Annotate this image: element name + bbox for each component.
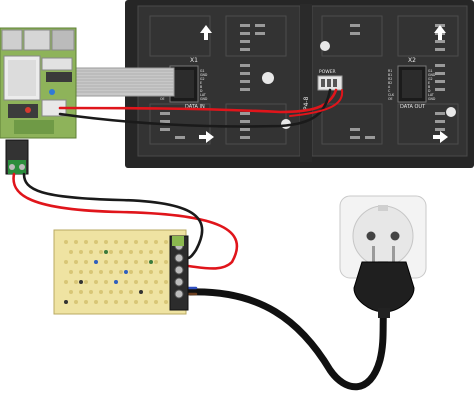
arrow-right-icon: [199, 131, 448, 143]
x2-pin-a: A: [388, 85, 391, 89]
wire-red-controller-panel: [58, 88, 338, 114]
wire-red-terminal-psu: [12, 172, 239, 270]
psu-components: [64, 250, 153, 304]
panel-divider: [300, 4, 312, 162]
wire-black-terminal-psu: [22, 172, 204, 260]
x2-pin-lat: LAT: [428, 93, 434, 97]
connector-x1: X1 DATA IN R1 B1 R2 B2 A C CLK OE G1 GND…: [160, 57, 208, 110]
controller-board: [0, 27, 77, 139]
arrow-up-icon: [200, 25, 446, 40]
wire-red-panel-jumper: [289, 89, 344, 117]
x1-pin-lat: LAT: [200, 93, 206, 97]
x2-pin-clk: CLK: [388, 93, 395, 97]
x1-pin-gnd-2: GND: [200, 97, 208, 101]
x1-pin-g2: G2: [200, 77, 205, 81]
panel-model-label: P4-8: [303, 96, 310, 110]
x1-pin-e: E: [200, 81, 202, 85]
x1-pin-g1: G1: [200, 69, 205, 73]
power-connector: POWER: [317, 69, 343, 91]
screw-terminal-icon: [5, 139, 29, 175]
x2-pin-c: C: [388, 89, 391, 93]
mains-cable: [186, 288, 388, 391]
x1-pin-b: B: [200, 85, 202, 89]
power-supply-unit: [53, 229, 189, 315]
data-out-label: DATA OUT: [400, 104, 426, 110]
plug-icon: [353, 246, 415, 318]
connector-x1-label: X1: [190, 57, 198, 64]
connector-x2: X2 DATA OUT R1 B1 R2 B2 A C CLK OE G1 GN…: [388, 57, 436, 110]
x2-pin-b1: B1: [388, 73, 392, 77]
panel-cells-right: [321, 15, 459, 145]
psu-led: [172, 236, 184, 246]
data-in-label: DATA IN: [185, 104, 205, 110]
x2-pin-d: D: [428, 89, 431, 93]
x2-pin-oe: OE: [388, 97, 393, 101]
panel-smd-components: [160, 24, 445, 139]
x2-pin-g2: G2: [428, 77, 433, 81]
psu-vent-holes: [64, 240, 168, 304]
x2-pin-gnd-2: GND: [428, 97, 436, 101]
x2-pin-b: B: [428, 85, 430, 89]
power-label: POWER: [319, 69, 336, 75]
x2-pin-e: E: [428, 81, 430, 85]
x1-pin-d: D: [200, 89, 203, 93]
led-matrix-panel: X1 DATA IN R1 B1 R2 B2 A C CLK OE G1 GND…: [125, 0, 474, 168]
x2-pin-b2: B2: [388, 81, 392, 85]
x2-pin-r2: R2: [388, 77, 392, 81]
x1-pin-gnd-1: GND: [200, 73, 208, 77]
x1-pin-oe: OE: [160, 97, 165, 101]
x2-pin-gnd-1: GND: [428, 73, 436, 77]
x2-pin-r1: R1: [388, 69, 392, 73]
socket-icon: [339, 195, 427, 279]
x2-pin-g1: G1: [428, 69, 433, 73]
connector-x2-label: X2: [408, 57, 416, 64]
